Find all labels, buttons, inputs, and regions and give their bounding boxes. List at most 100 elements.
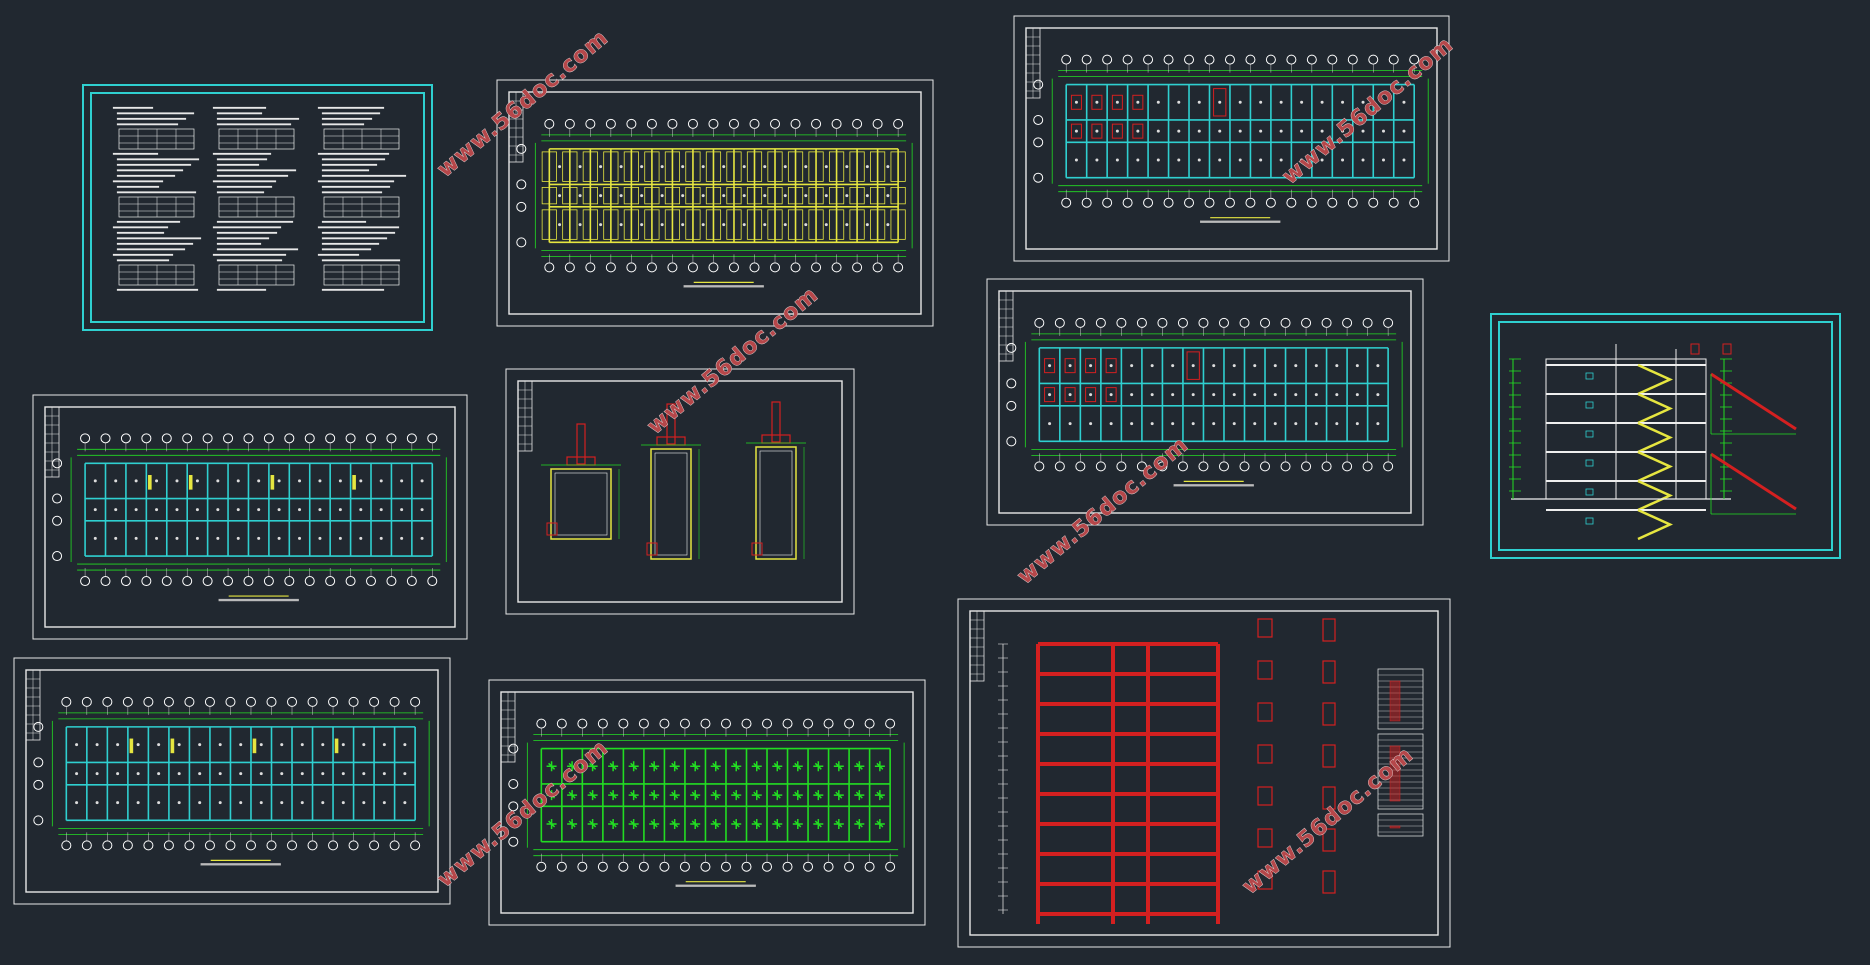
axis-bubble	[585, 262, 596, 273]
rebar-mark	[1091, 123, 1103, 139]
axis-bubble	[811, 262, 822, 273]
title-strip	[508, 91, 524, 163]
notes-text-line	[321, 112, 381, 115]
watermark: www.56doc.com	[1238, 742, 1419, 899]
notes-table	[118, 264, 195, 286]
slab-mark	[1048, 393, 1052, 397]
stair-flight	[1637, 508, 1674, 541]
slab-mark	[1130, 422, 1134, 426]
axis-bubble	[1224, 197, 1235, 208]
slab-mark	[420, 479, 424, 483]
slab-mark	[1320, 100, 1324, 104]
axis-bubble	[679, 861, 690, 872]
axis-bubble	[1006, 400, 1017, 411]
axis-bubble	[141, 433, 152, 444]
slab-mark	[681, 223, 685, 227]
notes-text-line	[216, 242, 262, 245]
slab-mark	[359, 479, 363, 483]
slab-mark	[742, 165, 746, 169]
rebar-mark	[1044, 387, 1056, 403]
axis-bubble	[720, 718, 731, 729]
slab-mark	[1218, 100, 1222, 104]
axis-bubble	[1388, 197, 1399, 208]
column-section	[1257, 702, 1273, 722]
sheet-inner-border	[1498, 321, 1833, 551]
slab-mark	[157, 743, 161, 747]
schedule-table	[1377, 668, 1424, 730]
axis-bubble	[1006, 342, 1017, 353]
axis-bubble	[1033, 172, 1044, 183]
slab-mark	[136, 801, 140, 805]
axis-bubble	[1347, 197, 1358, 208]
axis-bubble	[823, 718, 834, 729]
slab-mark	[195, 508, 199, 512]
window	[1585, 459, 1594, 467]
slab-mark	[1171, 393, 1175, 397]
slab-mark	[403, 772, 407, 776]
column-mark	[813, 819, 824, 830]
slab-mark	[865, 165, 869, 169]
slab-mark	[1402, 129, 1406, 133]
slab-mark	[1341, 158, 1345, 162]
beam-section	[1322, 660, 1336, 684]
window	[1585, 517, 1594, 525]
axis-bubble	[345, 576, 356, 587]
slab-mark	[1156, 158, 1160, 162]
axis-bubble	[1409, 197, 1420, 208]
axis-bubble	[749, 118, 760, 129]
axis-bubble	[1342, 461, 1353, 472]
slab-mark	[1212, 393, 1216, 397]
axis-bubble	[389, 840, 400, 851]
footing-rebar	[759, 450, 793, 556]
rebar-mark	[1132, 94, 1144, 110]
table-box	[218, 128, 295, 150]
axis-bubble	[708, 118, 719, 129]
slab-mark	[1048, 422, 1052, 426]
slab-mark	[1156, 129, 1160, 133]
slab-mark	[1095, 129, 1099, 133]
slab-mark	[321, 743, 325, 747]
sheet-inner-border	[517, 380, 843, 603]
column-mark	[710, 819, 721, 830]
slab-mark	[1238, 100, 1242, 104]
slab-mark	[379, 536, 383, 540]
axis-bubble	[1204, 197, 1215, 208]
column-mark	[546, 790, 557, 801]
sheet-inner-border	[90, 92, 425, 323]
slab-mark	[134, 536, 138, 540]
watermark: www.56doc.com	[1278, 32, 1459, 189]
slab-mark	[280, 801, 284, 805]
slab-mark	[134, 508, 138, 512]
slab-mark	[359, 536, 363, 540]
slab-mark	[1232, 364, 1236, 368]
slab-mark	[1355, 422, 1359, 426]
axis-bubble	[659, 861, 670, 872]
axis-bubble	[1245, 54, 1256, 65]
slab-mark	[1177, 100, 1181, 104]
slab-mark	[722, 194, 726, 198]
slab-mark	[1279, 129, 1283, 133]
notes-text-line	[216, 163, 260, 166]
axis-bubble	[266, 840, 277, 851]
sheet-outer-border	[957, 598, 1451, 948]
column-mark	[854, 790, 865, 801]
slab-mark	[1300, 158, 1304, 162]
slab-mark	[763, 223, 767, 227]
window	[1585, 372, 1594, 380]
table-box	[1377, 813, 1424, 837]
slab-mark	[362, 801, 366, 805]
axis-bubble	[790, 118, 801, 129]
axis-bubble	[204, 840, 215, 851]
slab-mark	[362, 772, 366, 776]
axis-bubble	[831, 262, 842, 273]
rebar-mark	[1085, 387, 1097, 403]
beam-section	[1322, 744, 1336, 768]
sheet-outer-border	[986, 278, 1424, 526]
slab-mark	[379, 479, 383, 483]
axis-bubble	[1033, 79, 1044, 90]
column-mark	[628, 761, 639, 772]
slab-mark	[865, 194, 869, 198]
slab-mark	[1279, 158, 1283, 162]
slab-mark	[1068, 393, 1072, 397]
